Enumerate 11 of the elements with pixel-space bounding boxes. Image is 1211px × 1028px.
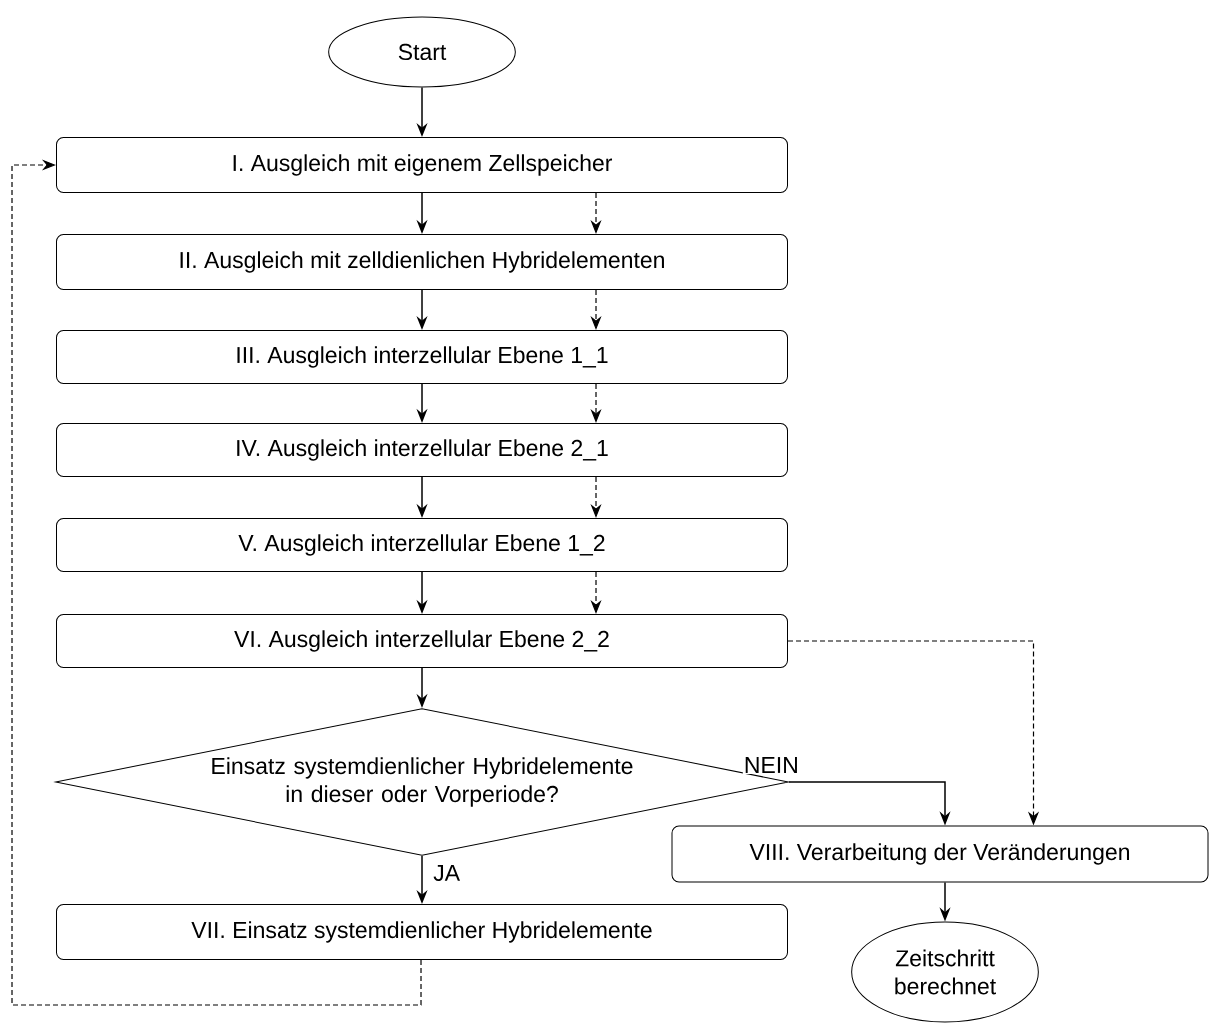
process-box: VII. Einsatz systemdienlicher Hybridelemente: [56, 904, 788, 960]
process-box: V. Ausgleich interzellular Ebene 1_2: [56, 518, 788, 572]
process-box: VI. Ausgleich interzellular Ebene 2_2: [56, 614, 788, 668]
process-box: I. Ausgleich mit eigenem Zellspeicher: [56, 137, 788, 193]
edge-label: NEIN: [742, 756, 800, 774]
process-box: VIII. Verarbeitung der Veränderungen: [671, 825, 1209, 883]
process-box: II. Ausgleich mit zelldienlichen Hybridelementen: [56, 234, 788, 290]
process-box: IV. Ausgleich interzellular Ebene 2_1: [56, 423, 788, 477]
process-box: III. Ausgleich interzellular Ebene 1_1: [56, 330, 788, 384]
arrow: [11, 159, 422, 1006]
edge-label: JA: [432, 863, 462, 882]
